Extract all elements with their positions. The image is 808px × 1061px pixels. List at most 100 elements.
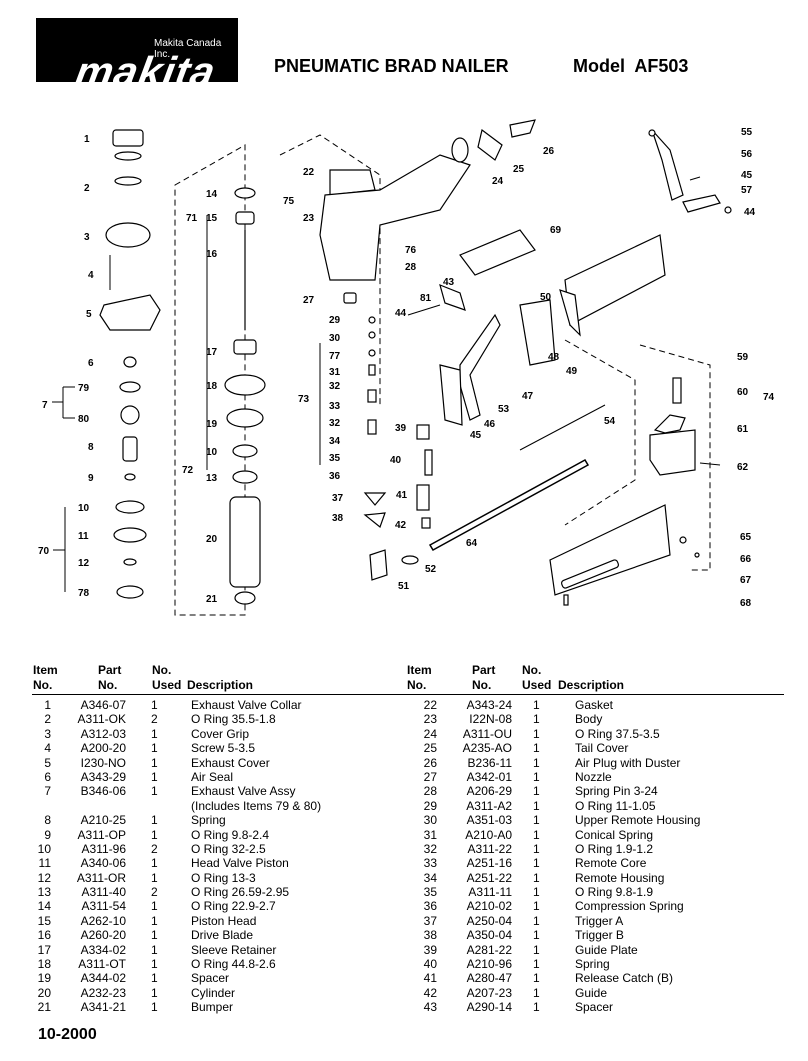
- callout-22: 22: [303, 167, 315, 178]
- qty-used: 1: [533, 784, 540, 799]
- qty-used: 1: [151, 698, 158, 712]
- qty-used: 1: [533, 769, 540, 784]
- callout-28: 28: [405, 262, 417, 273]
- qty-used: 2: [151, 841, 158, 856]
- item-no: 3: [44, 726, 51, 741]
- item-no: 22: [423, 698, 437, 712]
- callout-70: 70: [38, 546, 50, 557]
- description: Air Plug with Duster: [575, 755, 681, 770]
- item-no: 5: [44, 755, 51, 770]
- callout-18: 18: [206, 381, 218, 392]
- item-no: 26: [423, 755, 437, 770]
- part-no: A260-20: [80, 928, 126, 943]
- item-no: 18: [37, 957, 51, 972]
- qty-used: 2: [151, 885, 158, 900]
- part-no: A262-10: [80, 913, 126, 928]
- qty-used: 1: [533, 899, 540, 914]
- item-no: 34: [423, 870, 437, 885]
- callout-3: 3: [84, 232, 90, 243]
- callout-23: 23: [303, 213, 315, 224]
- callout-79: 79: [78, 383, 90, 394]
- description: Compression Spring: [575, 899, 684, 914]
- callout-72: 72: [182, 465, 194, 476]
- qty-used: 1: [533, 885, 540, 900]
- qty-used: 1: [151, 726, 158, 741]
- description: Bumper: [191, 1000, 234, 1015]
- callout-24: 24: [492, 176, 504, 187]
- callout-73: 73: [298, 394, 310, 405]
- callout-42: 42: [395, 520, 407, 531]
- callout-15: 15: [206, 213, 218, 224]
- left-column-parts: [52, 129, 161, 599]
- callout-75: 75: [283, 196, 295, 207]
- description: O Ring 26.59-2.95: [191, 885, 290, 900]
- callout-26: 26: [543, 146, 555, 157]
- callout-62: 62: [737, 462, 749, 473]
- model-title: Model AF503: [573, 56, 689, 76]
- item-no: 10: [37, 841, 51, 856]
- qty-used: 1: [151, 813, 158, 828]
- callout-48: 48: [548, 352, 560, 363]
- table-row: (Includes Items 79 & 80): [0, 799, 400, 813]
- qty-used: 1: [151, 784, 158, 799]
- qty-used: 1: [533, 741, 540, 756]
- part-no: A311-11: [468, 885, 512, 900]
- header-divider: [32, 694, 784, 695]
- callout-32b: 32: [329, 418, 341, 429]
- description: Remote Core: [575, 856, 647, 871]
- callout-10: 10: [78, 503, 90, 514]
- callout-47: 47: [522, 391, 534, 402]
- qty-used: 1: [151, 942, 158, 957]
- part-no: A311-A2: [466, 798, 512, 813]
- part-no: A311-54: [81, 899, 126, 914]
- part-no: A235-AO: [462, 741, 512, 756]
- part-no: A312-03: [80, 726, 126, 741]
- company-name: Makita Canada Inc.: [154, 38, 222, 60]
- callout-27: 27: [303, 295, 315, 306]
- description: Exhaust Valve Assy: [191, 784, 296, 799]
- callout-17: 17: [206, 347, 218, 358]
- center-cylinder-parts: [174, 144, 266, 616]
- callout-43: 43: [443, 277, 455, 288]
- description: O Ring 1.9-1.2: [575, 841, 654, 856]
- item-no: 36: [423, 899, 437, 914]
- callout-39: 39: [395, 423, 407, 434]
- item-no: 28: [423, 784, 437, 799]
- part-no: A311-OP: [77, 827, 126, 842]
- callout-21: 21: [206, 594, 218, 605]
- callout-10b: 10: [206, 447, 218, 458]
- part-no: A342-01: [466, 769, 512, 784]
- item-no: 4: [44, 741, 51, 756]
- description: (Includes Items 79 & 80): [191, 798, 322, 813]
- part-no: A343-24: [466, 698, 512, 712]
- part-no: A351-03: [466, 813, 512, 828]
- callout-38: 38: [332, 513, 344, 524]
- description: Trigger A: [575, 913, 624, 928]
- callout-81: 81: [420, 293, 432, 304]
- callout-labels: 1 2 3 4 5 6 7 79 80 8 9 10 11 12 70 78 1…: [38, 127, 775, 609]
- callout-52: 52: [425, 564, 437, 575]
- description: Spacer: [191, 971, 230, 986]
- description: Piston Head: [191, 913, 257, 928]
- item-no: 41: [423, 971, 437, 986]
- item-no: 2: [44, 712, 51, 727]
- callout-20: 20: [206, 534, 218, 545]
- hdr-used-left: No.Used: [152, 663, 182, 692]
- part-no: A311-40: [81, 885, 126, 900]
- description: O Ring 9.8-1.9: [575, 885, 654, 900]
- item-no: 31: [423, 827, 437, 842]
- item-no: 43: [423, 1000, 437, 1015]
- hdr-desc-left: Description: [187, 678, 254, 692]
- description: Trigger B: [575, 928, 624, 943]
- part-no: A311-OR: [76, 870, 126, 885]
